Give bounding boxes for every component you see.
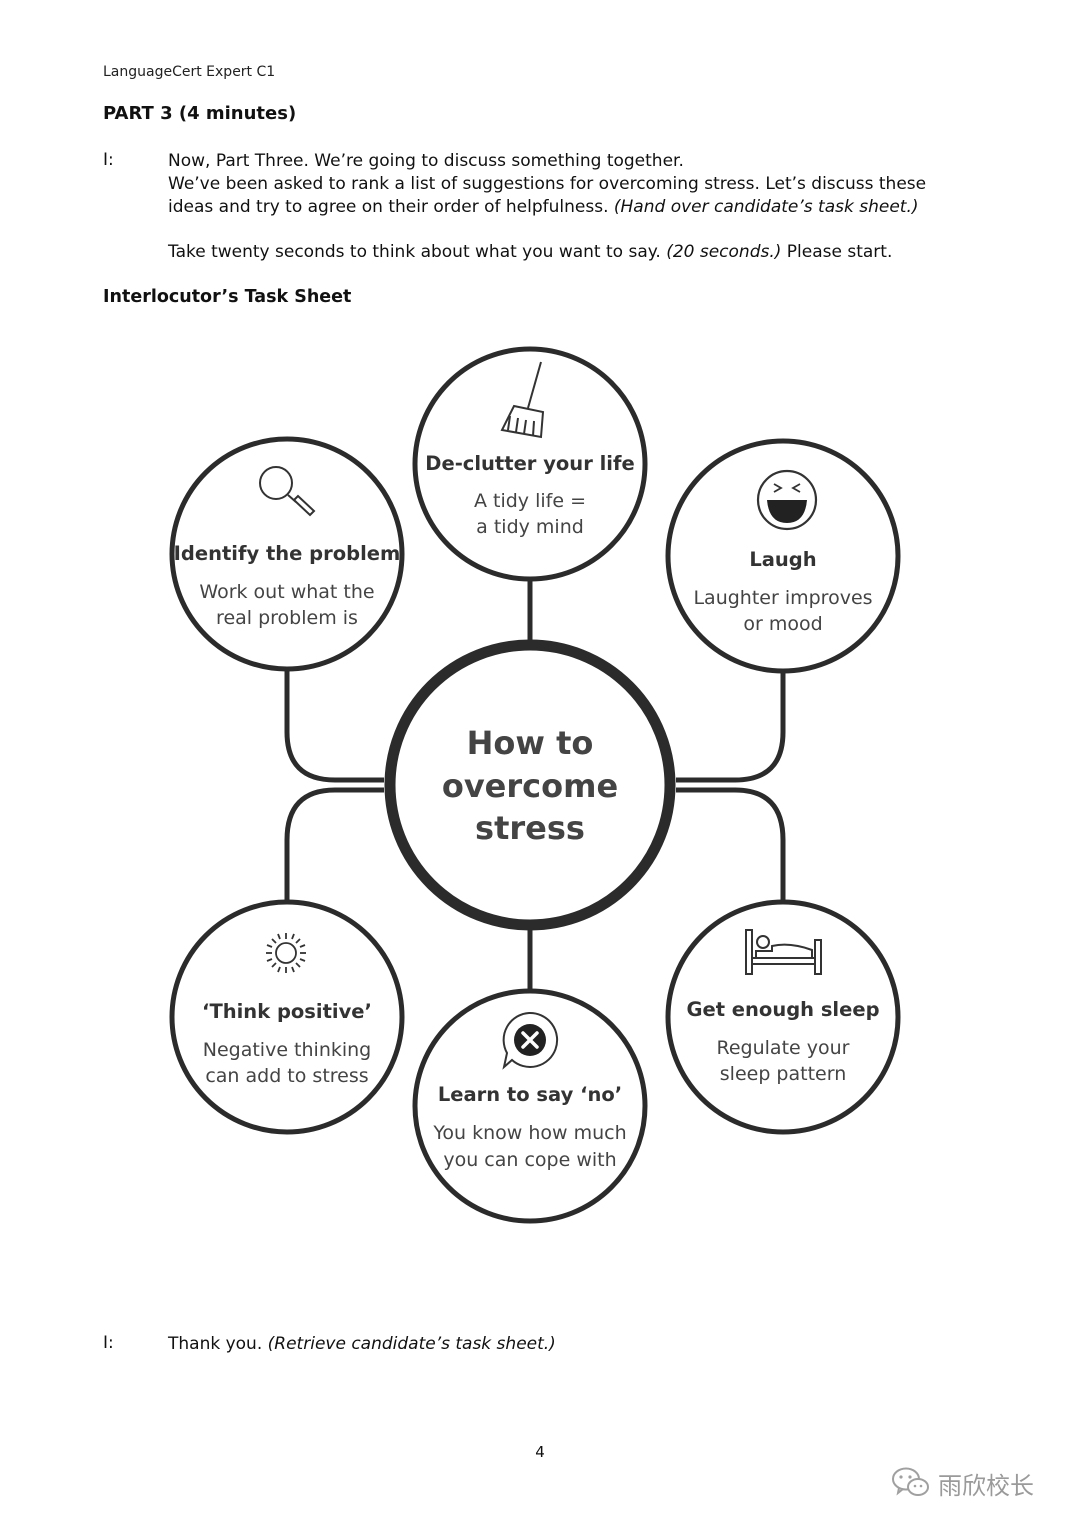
intro-line-2: We’ve been asked to rank a list of sugge… bbox=[168, 174, 927, 194]
sun-icon bbox=[266, 933, 306, 973]
node-circle bbox=[412, 988, 648, 1224]
node-title: Identify the problem bbox=[174, 542, 401, 565]
center-line-3: stress bbox=[475, 809, 585, 847]
center-line-1: How to bbox=[467, 724, 594, 762]
speaker-label: I: bbox=[103, 150, 114, 170]
node-title: Learn to say ‘no’ bbox=[438, 1083, 622, 1106]
instruction-paragraph: Take twenty seconds to think about what … bbox=[168, 241, 1028, 264]
bed-icon bbox=[745, 929, 822, 975]
node-sub-1: Work out what the bbox=[199, 581, 374, 603]
stage-direction: (Hand over candidate’s task sheet.) bbox=[613, 197, 919, 217]
node-declutter: De-clutter your life A tidy life = a tid… bbox=[412, 346, 648, 582]
node-sub-1: A tidy life = bbox=[474, 490, 586, 512]
node-sub-2: a tidy mind bbox=[476, 516, 584, 538]
node-circle bbox=[665, 438, 901, 674]
closing-text: Thank you. bbox=[168, 1334, 268, 1354]
instruction-text-a: Take twenty seconds to think about what … bbox=[168, 242, 667, 262]
intro-paragraph: Now, Part Three. We’re going to discuss … bbox=[168, 150, 1028, 219]
node-think-positive: ‘Think positive’ Negative thinking can a… bbox=[169, 899, 405, 1135]
node-circle bbox=[169, 436, 405, 672]
center-circle bbox=[384, 639, 676, 931]
node-sub-1: Negative thinking bbox=[203, 1039, 372, 1061]
closing-speaker-label: I: bbox=[103, 1333, 114, 1353]
center-line-2: overcome bbox=[442, 767, 618, 805]
node-circle bbox=[665, 899, 901, 1135]
node-sleep: Get enough sleep Regulate your sleep pat… bbox=[665, 899, 901, 1135]
intro-line-1: Now, Part Three. We’re going to discuss … bbox=[168, 151, 684, 171]
cross-speech-bubble-icon bbox=[502, 1011, 559, 1070]
connector-lower-left bbox=[284, 787, 384, 902]
connector-lower-right bbox=[676, 787, 786, 902]
instruction-text-b: Please start. bbox=[781, 242, 893, 262]
connectors bbox=[284, 580, 786, 992]
task-sheet-title: Interlocutor’s Task Sheet bbox=[103, 287, 352, 307]
node-laugh: Laugh Laughter improves or mood bbox=[665, 438, 901, 674]
intro-line-3: ideas and try to agree on their order of… bbox=[168, 196, 1028, 219]
node-title: De-clutter your life bbox=[425, 452, 634, 475]
timing-direction: (20 seconds.) bbox=[666, 242, 782, 262]
node-sub-1: Laughter improves bbox=[693, 587, 872, 609]
node-sub-2: sleep pattern bbox=[720, 1063, 846, 1085]
page-number: 4 bbox=[535, 1443, 545, 1461]
node-title: Get enough sleep bbox=[686, 998, 879, 1021]
node-circle bbox=[412, 346, 648, 582]
magnifier-icon bbox=[259, 466, 316, 517]
wechat-icon bbox=[892, 1467, 929, 1496]
node-sub-2: can add to stress bbox=[205, 1065, 368, 1087]
laughing-face-icon bbox=[756, 469, 818, 531]
node-title: Laugh bbox=[749, 548, 816, 571]
closing-paragraph: Thank you. (Retrieve candidate’s task sh… bbox=[168, 1333, 1028, 1356]
node-say-no: Learn to say ‘no’ You know how much you … bbox=[412, 988, 648, 1224]
connector-upper-left bbox=[284, 670, 384, 783]
part-title: PART 3 (4 minutes) bbox=[103, 103, 297, 124]
node-circle bbox=[169, 899, 405, 1135]
node-sub-1: Regulate your bbox=[717, 1037, 850, 1059]
intro-line-3-text: ideas and try to agree on their order of… bbox=[168, 197, 614, 217]
node-identify: Identify the problem Work out what the r… bbox=[169, 436, 405, 672]
closing-direction: (Retrieve candidate’s task sheet.) bbox=[267, 1334, 556, 1354]
node-sub-2: or mood bbox=[743, 613, 822, 635]
watermark-text: 雨欣校长 bbox=[938, 1472, 1034, 1500]
node-sub-2: you can cope with bbox=[443, 1149, 616, 1171]
node-sub-2: real problem is bbox=[216, 607, 358, 629]
broom-icon bbox=[500, 361, 545, 439]
node-title: ‘Think positive’ bbox=[202, 1000, 372, 1023]
watermark: 雨欣校长 bbox=[890, 1462, 1060, 1502]
running-header: LanguageCert Expert C1 bbox=[103, 64, 276, 80]
connector-upper-right bbox=[676, 670, 786, 783]
node-sub-1: You know how much bbox=[432, 1122, 626, 1144]
